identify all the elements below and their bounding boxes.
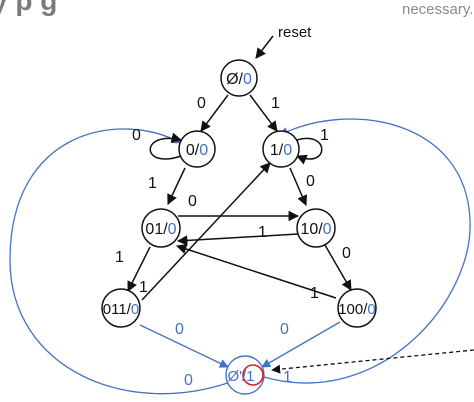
edge-s5-s7 [139,324,229,368]
edge-label-loop-s1: 0 [132,127,141,144]
edge-label-s3-s4: 0 [188,193,197,210]
edge-label-s5-s7: 0 [175,321,184,338]
state-s1-label: 0/0 [186,142,208,159]
state-s4-label: 10/0 [300,221,331,238]
edge-s4-s6 [324,244,352,291]
edge-label-s1-s3: 1 [148,175,157,192]
loop-s2 [296,137,323,165]
outer-loop-left [9,128,237,395]
edge-s0-s2 [249,94,278,132]
edge-s1-s3 [167,167,186,205]
state-s5-circle [101,288,141,328]
edge-s2-s4 [289,167,308,206]
state-s0-circle [220,59,258,97]
state-s1-circle [178,130,216,168]
state-s3-label: 01/0 [145,221,176,238]
edge-label-s2-s4: 0 [306,173,315,190]
edge-label-s7-right: 1 [283,369,292,386]
edge-label-s4-s6: 0 [342,245,351,262]
edge-label-s6-s7: 0 [280,321,289,338]
edge-s3-s5 [127,246,151,292]
state-s2-circle [262,130,300,168]
outer-loop-right [263,118,471,384]
edge-s0-s1 [200,94,229,132]
edge-s5-s2 [141,162,271,301]
state-s6-label: 100/0 [338,301,376,318]
state-s6-circle [337,288,377,328]
state-s5-label: 011/0 [103,301,139,318]
edge-s4-s3 [176,233,299,246]
reset-label: reset [278,24,312,41]
dashed-pointer [271,349,474,374]
loop-s1 [149,132,183,160]
edge-s6-s7 [261,321,341,368]
state-s4-circle [296,208,336,248]
header-corner-text: necessary. [402,1,473,18]
state-s0-label: Ø/0 [226,71,252,88]
reset-arrow [255,35,274,59]
edge-label-s0-s1: 0 [197,95,206,112]
edge-label-s5-s2: 1 [139,279,148,296]
edge-label-s0-s2: 1 [271,95,280,112]
edge-s6-s3 [176,243,337,299]
state-s7-label: Ø'/1 [227,368,254,385]
edge-label-loop-s2: 1 [320,127,329,144]
header-title-fragment: y p g [0,0,57,16]
edge-label-s3-s5: 1 [115,249,124,266]
state-s3-circle [141,208,181,248]
edge-label-s7-left: 0 [184,372,193,389]
edge-label-s6-s3: 1 [310,285,319,302]
state-s2-label: 1/0 [270,142,292,159]
state-s7-output-highlight [242,364,264,386]
edge-label-s4-s3: 1 [258,224,267,241]
